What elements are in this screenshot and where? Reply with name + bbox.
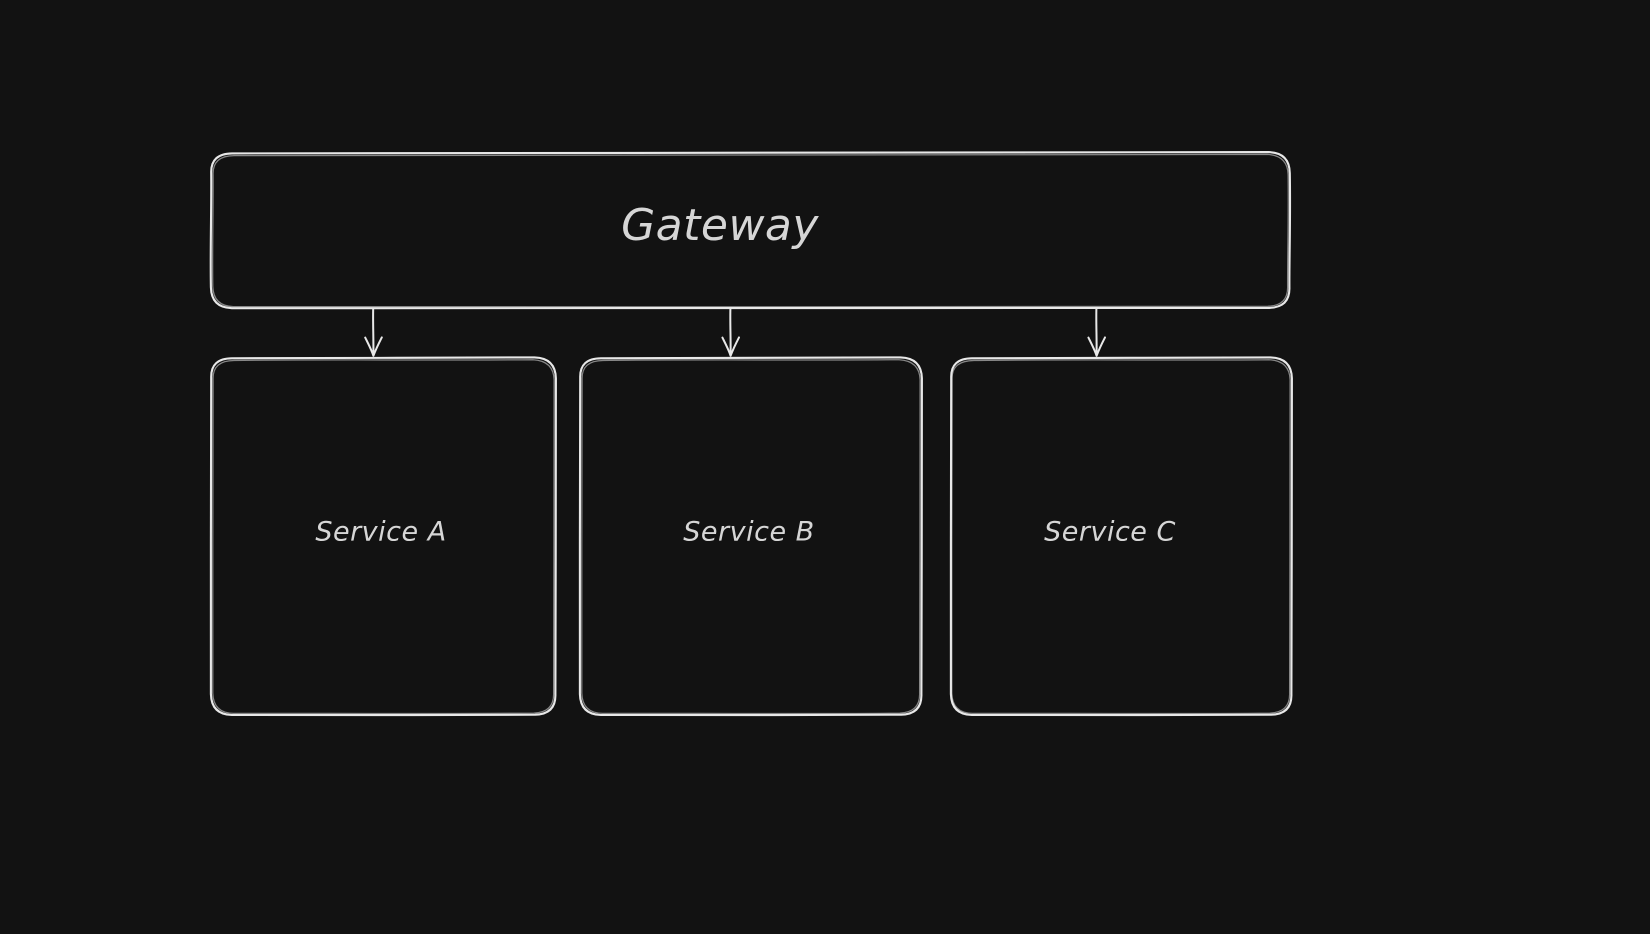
node-service-a[interactable]: Service A [209, 356, 558, 717]
node-service-c-label: Service C [1044, 517, 1176, 548]
edge-a-arrowhead-sketch [366, 339, 375, 356]
node-service-b-fill [580, 357, 922, 715]
node-service-c-outline [949, 356, 1294, 717]
node-service-a-fill [211, 357, 556, 715]
edge-gateway-to-service-a [364, 307, 383, 357]
node-gateway-label: Gateway [621, 200, 819, 251]
node-service-c[interactable]: Service C [949, 356, 1294, 717]
node-service-b-outline-sketch [581, 359, 921, 715]
edge-b-arrowhead-sketch [723, 339, 732, 356]
node-service-c-outline-sketch [951, 359, 1291, 715]
node-service-a-outline [209, 356, 558, 717]
node-service-a-outline-sketch [212, 359, 555, 715]
node-gateway-fill [211, 152, 1290, 308]
node-service-b-label: Service B [683, 517, 814, 548]
node-service-b[interactable]: Service B [578, 356, 924, 717]
node-service-b-outline [578, 356, 924, 717]
node-gateway-outline [209, 151, 1292, 310]
node-gateway-outline-sketch [212, 153, 1289, 308]
node-service-c-fill [951, 357, 1292, 715]
node-gateway[interactable]: Gateway [209, 151, 1292, 310]
node-service-a-label: Service A [315, 517, 446, 548]
edge-c-arrowhead-sketch [1089, 339, 1098, 356]
edge-gateway-to-service-b [721, 307, 740, 357]
edge-gateway-to-service-c [1087, 307, 1106, 357]
